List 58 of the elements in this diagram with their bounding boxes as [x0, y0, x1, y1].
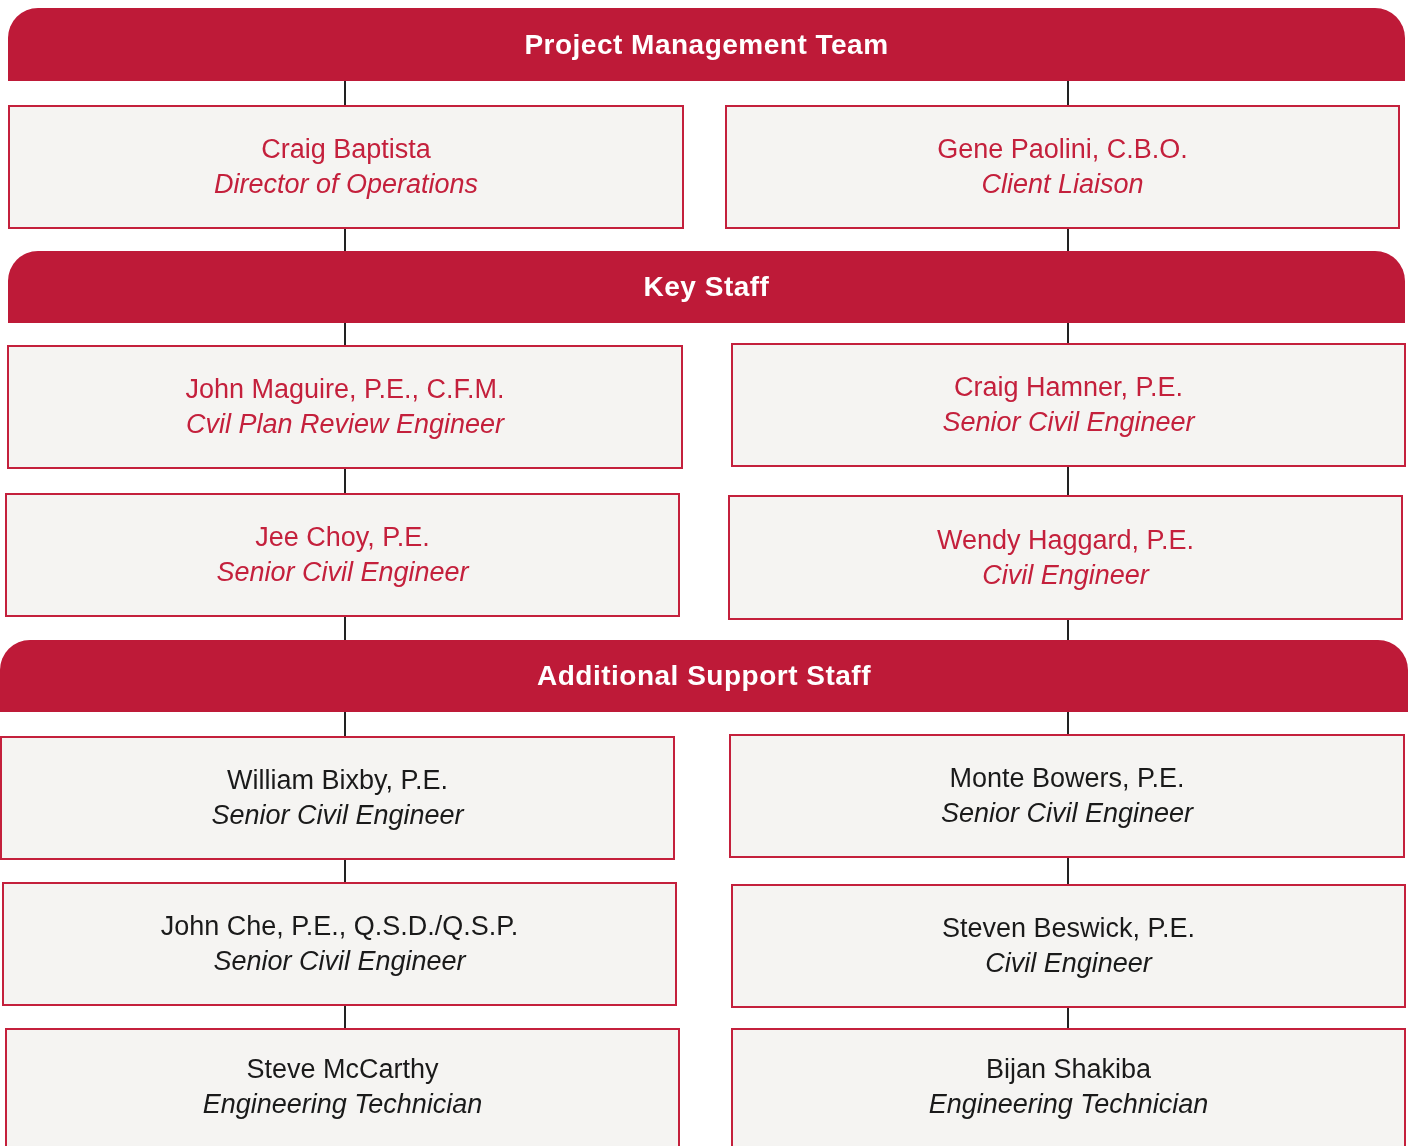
job-title: Engineering Technician — [928, 1088, 1209, 1121]
person-name: William Bixby, P.E. — [226, 764, 449, 797]
person-card — [725, 105, 1400, 229]
person-name: Jee Choy, P.E. — [255, 521, 430, 554]
job-title: Senior Civil Engineer — [940, 797, 1194, 830]
person-card — [5, 1028, 680, 1146]
person-card — [731, 1028, 1406, 1146]
connector-line — [344, 322, 346, 346]
person-name: Craig Baptista — [261, 133, 431, 166]
section-header-band — [0, 640, 1408, 712]
person-card — [731, 343, 1406, 467]
connector-line — [344, 616, 346, 641]
connector-line — [1067, 466, 1069, 496]
person-card — [2, 882, 677, 1006]
job-title: Civil Engineer — [982, 558, 1149, 592]
person-name: Steven Beswick, P.E. — [941, 912, 1196, 945]
connector-line — [1067, 80, 1069, 106]
connector-line — [1067, 711, 1069, 735]
connector-line — [344, 228, 346, 252]
person-card — [731, 884, 1406, 1008]
connector-line — [1067, 322, 1069, 344]
person-card — [728, 495, 1403, 620]
job-title: Senior Civil Engineer — [942, 406, 1195, 439]
job-title: Client Liaison — [981, 168, 1144, 201]
job-title: Civil Engineer — [985, 947, 1152, 980]
connector-line — [1067, 619, 1069, 641]
section-header-band — [8, 251, 1405, 323]
connector-line — [1067, 857, 1069, 885]
section-title: Project Management Team — [524, 28, 889, 61]
connector-line — [1067, 1007, 1069, 1029]
person-name: Monte Bowers, P.E. — [949, 762, 1185, 795]
section-header-band — [8, 8, 1405, 81]
person-name: Gene Paolini, C.B.O. — [937, 133, 1188, 166]
connector-line — [344, 468, 346, 494]
person-name: Bijan Shakiba — [985, 1053, 1152, 1086]
connector-line — [344, 1005, 346, 1029]
connector-line — [344, 80, 346, 106]
job-title: Cvil Plan Review Engineer — [185, 408, 505, 441]
person-name: John Maguire, P.E., C.F.M. — [185, 373, 505, 406]
job-title: Engineering Technician — [202, 1088, 483, 1121]
person-card — [5, 493, 680, 617]
person-card — [729, 734, 1405, 858]
job-title: Senior Civil Engineer — [211, 799, 464, 832]
connector-line — [1067, 228, 1069, 252]
connector-line — [344, 711, 346, 737]
job-title: Senior Civil Engineer — [213, 945, 466, 978]
person-name: Craig Hamner, P.E. — [953, 371, 1184, 404]
section-title: Additional Support Staff — [537, 660, 871, 692]
person-card — [0, 736, 675, 860]
person-name: John Che, P.E., Q.S.D./Q.S.P. — [160, 910, 519, 943]
person-card — [7, 345, 683, 469]
person-card — [8, 105, 684, 229]
section-title: Key Staff — [643, 271, 770, 303]
person-name: Wendy Haggard, P.E. — [936, 523, 1195, 557]
person-name: Steve McCarthy — [246, 1053, 439, 1086]
connector-line — [344, 859, 346, 883]
job-title: Director of Operations — [213, 168, 479, 201]
job-title: Senior Civil Engineer — [216, 556, 469, 589]
